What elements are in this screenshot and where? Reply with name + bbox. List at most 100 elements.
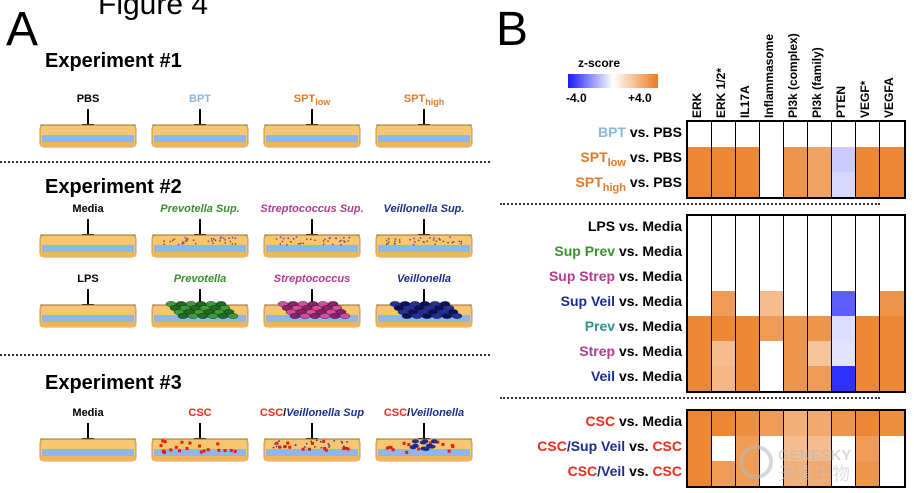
heatmap-cell xyxy=(880,341,904,366)
heatmap-column-divider xyxy=(807,216,808,391)
heatmap-cell xyxy=(832,122,856,147)
heatmap-separator-2 xyxy=(500,397,880,399)
dish-label: Streptococcus Sup. xyxy=(260,203,364,215)
heatmap-cell xyxy=(712,172,736,197)
heatmap-cell xyxy=(856,341,880,366)
heatmap-cell xyxy=(712,461,736,486)
heatmap-cell xyxy=(808,266,832,291)
heatmap-cell xyxy=(736,411,760,436)
heatmap-cell xyxy=(856,291,880,316)
heatmap-cell xyxy=(784,436,808,461)
dish-label: CSC xyxy=(188,407,212,419)
petri-dish xyxy=(263,301,361,329)
heatmap-column-divider xyxy=(807,411,808,486)
heatmap-row-label: BPT vs. PBS xyxy=(597,124,682,140)
heatmap-cell xyxy=(808,172,832,197)
heatmap-cell xyxy=(760,216,784,241)
dish-label: SPTlow xyxy=(293,93,331,108)
column-header: IL17A xyxy=(738,85,752,118)
heatmap-cell xyxy=(856,366,880,391)
heatmap-cell xyxy=(784,366,808,391)
panel-a-letter: A xyxy=(6,3,39,56)
heatmap-column-divider xyxy=(711,122,712,197)
heatmap-column-divider xyxy=(879,411,880,486)
heatmap-cell xyxy=(856,216,880,241)
heatmap-cell xyxy=(760,411,784,436)
heatmap-cell xyxy=(856,411,880,436)
heatmap-cell xyxy=(880,266,904,291)
heatmap-column-divider xyxy=(735,122,736,197)
heatmap-cell xyxy=(808,122,832,147)
genesky-watermark: GENESKY 天昊生物 xyxy=(739,445,851,485)
heatmap-column-divider xyxy=(711,216,712,391)
heatmap-cell xyxy=(760,291,784,316)
heatmap-cell xyxy=(736,291,760,316)
heatmap-cell xyxy=(808,316,832,341)
heatmap-cell xyxy=(856,147,880,172)
heatmap-column-divider xyxy=(783,122,784,197)
dish-label: Media xyxy=(72,203,104,215)
heatmap-cell xyxy=(832,241,856,266)
watermark-chinese: 天昊生物 xyxy=(778,464,850,485)
heatmap-cell xyxy=(808,147,832,172)
heatmap-cell xyxy=(880,122,904,147)
heatmap-cell xyxy=(712,122,736,147)
heatmap-column-divider xyxy=(783,216,784,391)
petri-dish xyxy=(151,301,249,329)
legend-title: z-score xyxy=(578,56,621,70)
heatmap-column-divider xyxy=(735,216,736,391)
heatmap-cell xyxy=(688,241,712,266)
column-header: VEGF* xyxy=(858,80,872,118)
heatmap-cell xyxy=(688,436,712,461)
heatmap-cell xyxy=(736,316,760,341)
petri-dish xyxy=(263,231,361,259)
heatmap-column-divider xyxy=(855,216,856,391)
heatmap-cell xyxy=(808,216,832,241)
column-header: Inflammasome xyxy=(762,33,776,118)
heatmap-cell xyxy=(736,216,760,241)
heatmap-cell xyxy=(688,341,712,366)
heatmap-cell xyxy=(760,122,784,147)
dish-label: Streptococcus xyxy=(273,273,351,285)
heatmap-cell xyxy=(712,241,736,266)
heatmap-cell xyxy=(832,316,856,341)
heatmap-row-label: Prev vs. Media xyxy=(584,318,682,334)
petri-dish xyxy=(375,231,473,259)
petri-dish xyxy=(375,121,473,149)
heatmap-cell xyxy=(856,241,880,266)
heatmap-row-label: Sup Prev vs. Media xyxy=(554,243,682,259)
heatmap-column-divider xyxy=(735,411,736,486)
panel-b-letter: B xyxy=(496,3,529,56)
heatmap-column-divider xyxy=(711,411,712,486)
heatmap-cell xyxy=(784,341,808,366)
heatmap-cell xyxy=(880,291,904,316)
heatmap-cell xyxy=(760,172,784,197)
figure-title: Figure 4 xyxy=(98,0,209,21)
petri-dish xyxy=(263,435,361,463)
petri-dish xyxy=(151,435,249,463)
heatmap-cell xyxy=(856,172,880,197)
heatmap-cell xyxy=(760,147,784,172)
dish-label: LPS xyxy=(77,273,99,285)
heatmap-row-label: Veil vs. Media xyxy=(590,368,682,384)
petri-dish xyxy=(39,121,137,149)
heatmap-cell xyxy=(712,411,736,436)
petri-dish xyxy=(263,121,361,149)
heatmap-cell xyxy=(808,291,832,316)
heatmap-cell xyxy=(808,241,832,266)
heatmap-cell xyxy=(688,172,712,197)
heatmap-column-divider xyxy=(783,411,784,486)
heatmap-cell xyxy=(832,266,856,291)
heatmap-cell xyxy=(832,436,856,461)
heatmap-cell xyxy=(784,147,808,172)
heatmap-cell xyxy=(712,147,736,172)
column-header: ERK 1/2* xyxy=(714,67,728,118)
legend-min-label: -4.0 xyxy=(566,91,587,105)
separator-1 xyxy=(0,161,490,163)
petri-dish xyxy=(39,435,137,463)
heatmap-cell xyxy=(760,266,784,291)
heatmap-cell xyxy=(736,172,760,197)
heatmap-cell xyxy=(736,122,760,147)
heatmap-cell xyxy=(856,316,880,341)
heatmap-cell xyxy=(712,291,736,316)
